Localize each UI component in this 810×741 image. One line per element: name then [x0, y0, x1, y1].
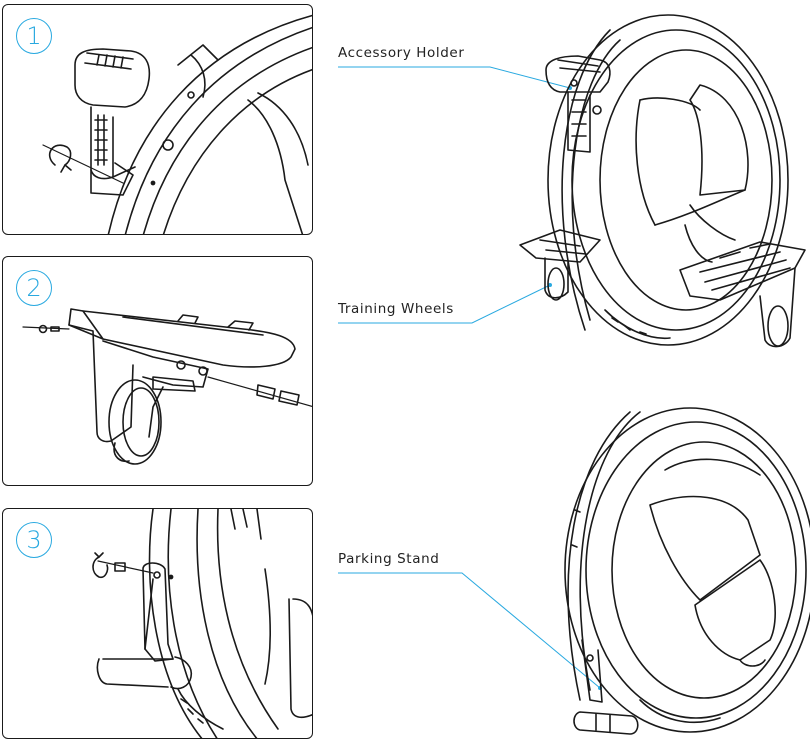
step-1-badge: 1 — [16, 18, 52, 54]
step-2-badge: 2 — [16, 270, 52, 306]
step-3-badge: 3 — [16, 522, 52, 558]
